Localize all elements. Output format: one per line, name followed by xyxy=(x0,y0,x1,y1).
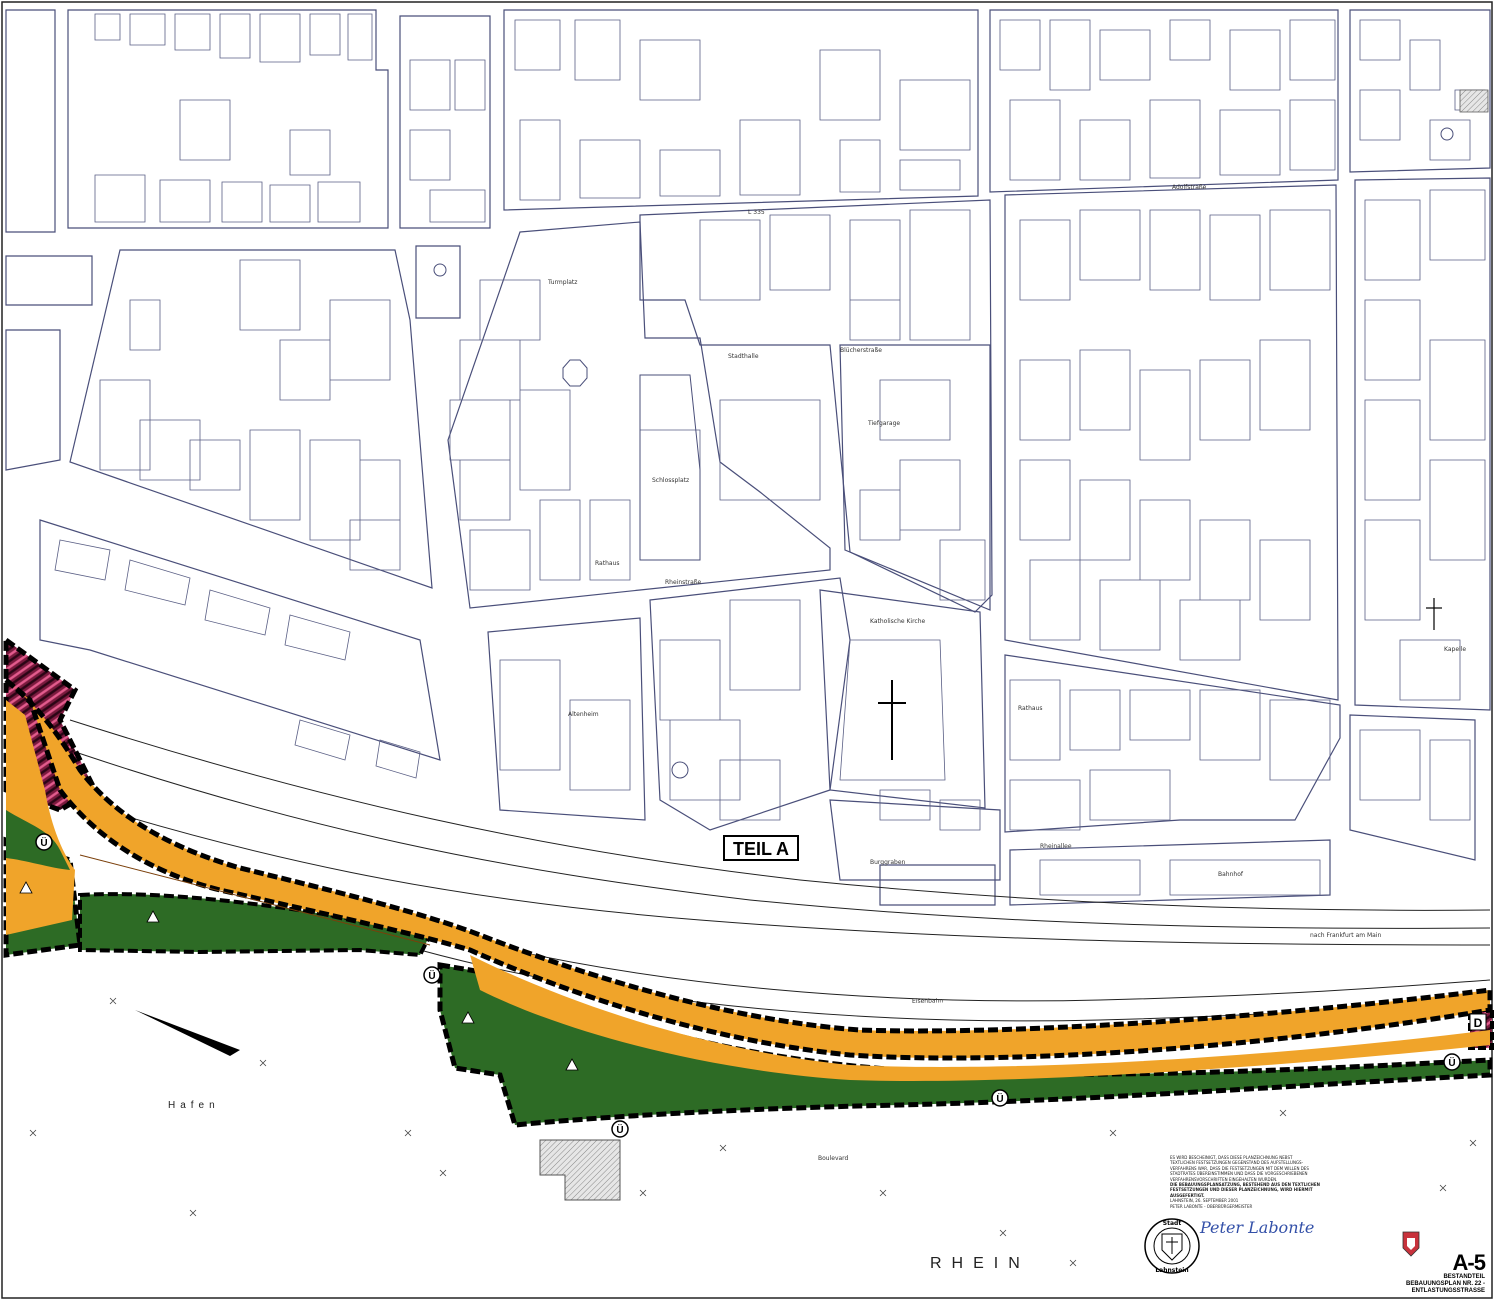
cert-line: Verfahrensvorschriften eingehalten wurde… xyxy=(1170,1176,1278,1182)
svg-text:Stadt: Stadt xyxy=(1163,1220,1182,1227)
railway-direction-label: nach Frankfurt am Main xyxy=(1310,932,1382,939)
certification-text: Es wird bescheinigt, dass diese Planzeic… xyxy=(1170,1155,1346,1209)
building-labels: Stadthalle Turmplatz Schlossplatz Rathau… xyxy=(547,279,1466,878)
svg-text:Ü: Ü xyxy=(996,1092,1003,1105)
marker-u-2: Ü xyxy=(423,966,441,984)
cert-line: Lahnstein, 26. September 2001 xyxy=(1170,1198,1239,1204)
plan-subtitle-1: BESTANDTEIL xyxy=(1443,1274,1485,1280)
section-label: TEIL A xyxy=(723,835,799,861)
marker-u-4: Ü xyxy=(611,1120,629,1138)
svg-text:TEIL A: TEIL A xyxy=(733,839,789,859)
church-cross-icon xyxy=(878,680,906,760)
building-label-1: Stadthalle xyxy=(728,353,759,360)
cert-line: Stadtrates übereinstimmen und dass die v… xyxy=(1170,1171,1308,1177)
river-label: RHEIN xyxy=(930,1255,1030,1272)
svg-text:Lahnstein: Lahnstein xyxy=(1155,1267,1188,1274)
svg-text:Ü: Ü xyxy=(1448,1056,1455,1069)
cert-line: ausgefertigt. xyxy=(1170,1192,1205,1198)
street-labels: Adolfstraße Rheinstraße Blücherstraße Bu… xyxy=(665,184,1207,1162)
plaza-shapes xyxy=(433,127,1454,779)
street-label-4: Burggraben xyxy=(870,859,906,866)
tree-markers xyxy=(19,881,579,1071)
building-label-10: Bahnhof xyxy=(1218,871,1244,878)
coat-of-arms-icon xyxy=(1402,1231,1420,1257)
cert-line: Die Bebauungsplansatzung, bestehend aus … xyxy=(1170,1182,1320,1188)
zone-markers: Ü Ü Ü Ü Ü D xyxy=(19,833,1487,1138)
svg-text:Ü: Ü xyxy=(428,969,435,982)
building-outlines xyxy=(54,13,1486,896)
cert-line: textlichen Festsetzungen Gegenstand des … xyxy=(1170,1160,1304,1166)
city-seal: Stadt Lahnstein xyxy=(1144,1218,1200,1274)
street-label-1: Adolfstraße xyxy=(1172,184,1207,191)
marker-u-5: Ü xyxy=(1443,1053,1461,1071)
street-label-6: Boulevard xyxy=(818,1155,849,1162)
street-label-2: Rheinstraße xyxy=(665,579,702,586)
building-label-6: Katholische Kirche xyxy=(870,618,926,625)
marker-u-3: Ü xyxy=(991,1089,1009,1107)
cert-line: Peter Labonte - Oberbürgermeister xyxy=(1170,1203,1253,1209)
building-label-5: Tiefgarage xyxy=(867,420,900,427)
plan-subtitle-2: BEBAUUNGSPLAN NR. 22 - ENTLASTUNGSSTRASS… xyxy=(1405,1281,1485,1294)
title-block: A-5 BESTANDTEIL BEBAUUNGSPLAN NR. 22 - E… xyxy=(1345,1250,1486,1295)
railway-label: Eisenbahn xyxy=(912,997,943,1005)
svg-text:D: D xyxy=(1474,1016,1483,1030)
svg-text:Ü: Ü xyxy=(40,836,47,849)
marker-u-1: Ü xyxy=(35,833,53,851)
city-blocks xyxy=(5,9,1491,906)
survey-marks xyxy=(29,997,1477,1267)
mayor-signature: Peter Labonte xyxy=(1200,1218,1315,1237)
cert-line: Festsetzungen und dieser Planzeichnung, … xyxy=(1170,1187,1313,1193)
harbor-label: Hafen xyxy=(168,1100,220,1111)
bypass-road xyxy=(4,678,1493,1081)
plan-code: A-5 xyxy=(1452,1250,1486,1275)
building-label-8: Altenheim xyxy=(568,711,599,718)
svg-text:Ü: Ü xyxy=(616,1123,623,1136)
building-label-3: Schlossplatz xyxy=(652,477,689,484)
cert-line: verfahrens war, dass die Festsetzungen m… xyxy=(1170,1165,1309,1171)
street-label-5: Rheinallee xyxy=(1040,843,1072,850)
street-label-3: Blücherstraße xyxy=(840,347,882,354)
marker-d: D xyxy=(1469,1013,1487,1031)
harbor-arrow xyxy=(135,1010,240,1056)
building-label-2: Turmplatz xyxy=(547,279,577,286)
building-label-4: Rathaus xyxy=(595,560,619,567)
building-label-9: Kapelle xyxy=(1444,646,1466,653)
chapel-cross-icon xyxy=(1426,598,1442,630)
cert-line: Es wird bescheinigt, dass diese Planzeic… xyxy=(1170,1155,1293,1160)
building-label-7: Rathaus xyxy=(1018,705,1042,712)
road-number: L 335 xyxy=(748,209,765,216)
